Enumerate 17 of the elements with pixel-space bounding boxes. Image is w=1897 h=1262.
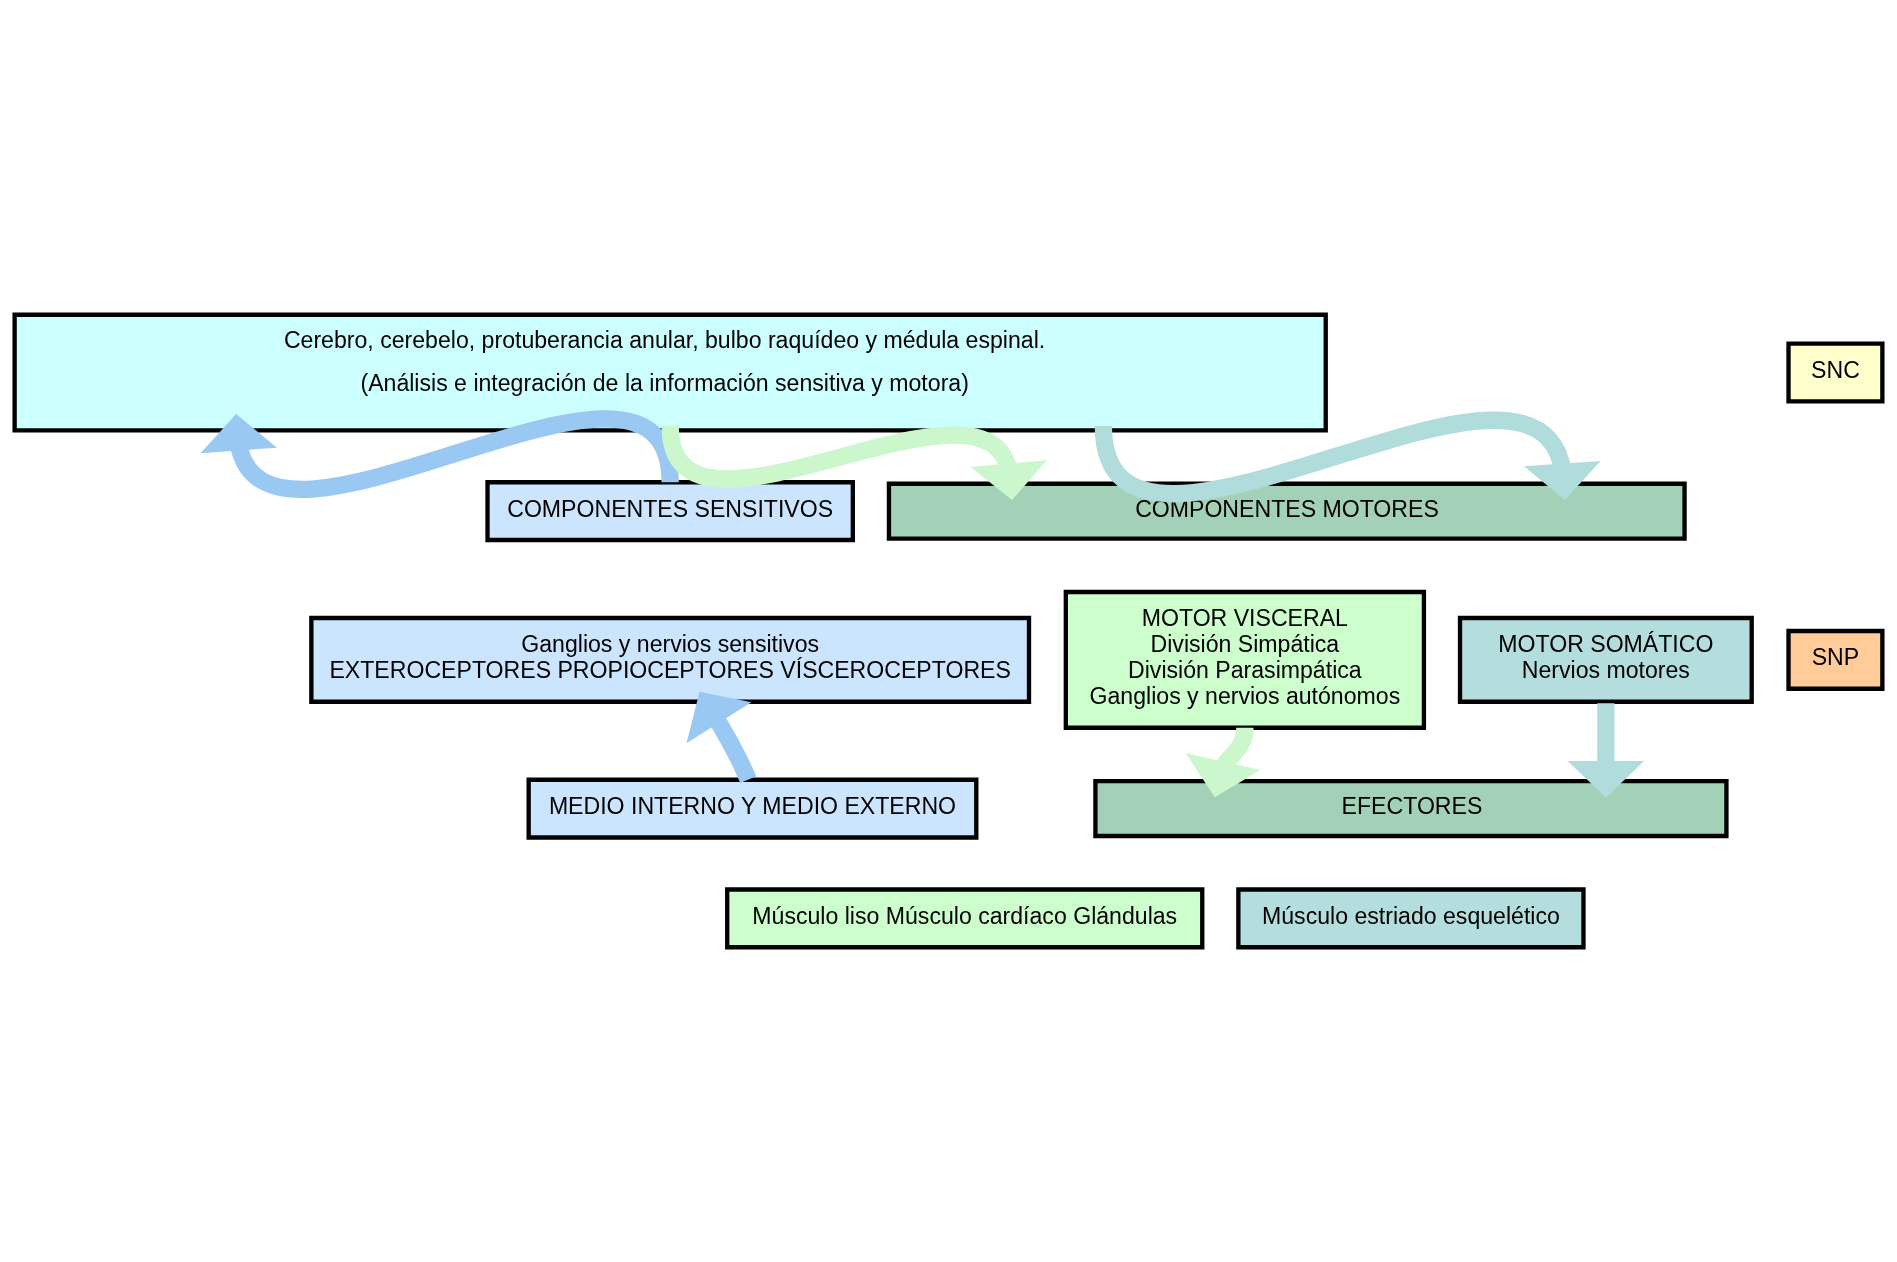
node-box: Músculo liso Músculo cardíaco Glándulas	[725, 887, 1205, 950]
node-box: Músculo estriado esquelético	[1236, 887, 1586, 950]
node-box: EFECTORES	[1093, 779, 1729, 839]
node-box: COMPONENTES SENSITIVOS	[485, 480, 855, 543]
node-box: MOTOR SOMÁTICO Nervios motores	[1457, 615, 1754, 704]
node-box: Cerebro, cerebelo, protuberancia anular, bulbo raquídeo y médula espinal. (Análisis e integración de la información sensitiva y motora)	[12, 312, 1328, 433]
arrow	[686, 691, 757, 784]
node-box: MEDIO INTERNO Y MEDIO EXTERNO	[526, 777, 979, 840]
node-box: COMPONENTES MOTORES	[886, 481, 1687, 541]
node-box: Ganglios y nervios sensitivos EXTEROCEPTORES PROPIOCEPTORES VÍSCEROCEPTORES	[309, 615, 1032, 704]
arrow	[661, 424, 1047, 500]
node-box: MOTOR VISCERAL División Simpática División Parasimpática Ganglios y nervios autónomos	[1063, 589, 1427, 730]
arrow	[1567, 703, 1645, 798]
arrow	[200, 410, 679, 498]
node-box: SNP	[1786, 628, 1885, 691]
node-box: SNC	[1786, 341, 1885, 404]
arrow	[1185, 727, 1261, 798]
